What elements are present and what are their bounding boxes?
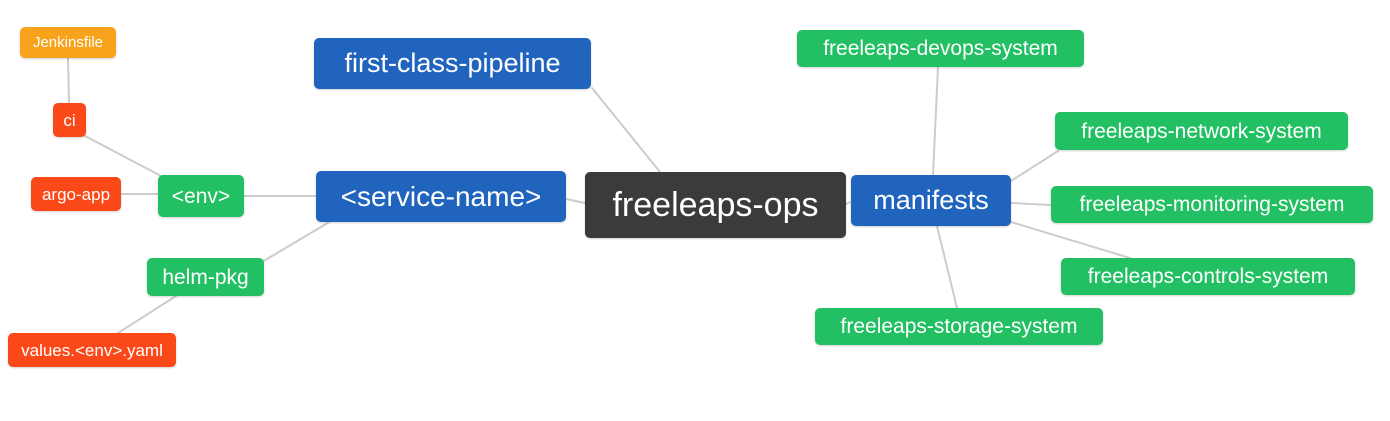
node-freeleaps-controls-system[interactable]: freeleaps-controls-system [1061, 258, 1355, 295]
node-service-name[interactable]: <service-name> [316, 171, 566, 222]
edge-helm-pkg-to-service-name [261, 220, 332, 263]
edge-manifests-to-freeleaps-network-system [1010, 150, 1059, 182]
edge-helm-pkg-to-values-env-yaml [117, 295, 177, 334]
edge-ci-to-env [84, 135, 164, 178]
edge-manifests-to-freeleaps-devops-system [932, 66, 939, 176]
edge-service-name-to-freeleaps-ops [565, 198, 586, 204]
edge-freeleaps-ops-to-manifests [845, 201, 852, 205]
node-argo-app[interactable]: argo-app [31, 177, 121, 211]
node-freeleaps-network-system[interactable]: freeleaps-network-system [1055, 112, 1348, 150]
node-ci-label: ci [63, 110, 76, 130]
node-freeleaps-monitoring-system-label: freeleaps-monitoring-system [1079, 193, 1345, 216]
node-jenkinsfile[interactable]: Jenkinsfile [20, 27, 116, 58]
node-env-label: <env> [171, 184, 231, 208]
edge-manifests-to-freeleaps-monitoring-system [1010, 202, 1052, 206]
node-argo-app-label: argo-app [41, 184, 111, 204]
node-ci[interactable]: ci [53, 103, 86, 137]
node-values-env-yaml[interactable]: values.<env>.yaml [8, 333, 176, 367]
node-freeleaps-ops-label: freeleaps-ops [612, 186, 819, 224]
edge-jenkinsfile-to-ci [67, 57, 70, 104]
node-manifests-label: manifests [873, 185, 989, 215]
node-values-env-yaml-label: values.<env>.yaml [21, 340, 163, 360]
node-jenkinsfile-label: Jenkinsfile [32, 34, 104, 51]
node-freeleaps-devops-system[interactable]: freeleaps-devops-system [797, 30, 1084, 67]
edge-manifests-to-freeleaps-controls-system [1010, 221, 1131, 259]
edge-manifests-to-freeleaps-storage-system [936, 225, 958, 309]
node-freeleaps-devops-system-label: freeleaps-devops-system [823, 37, 1058, 60]
node-freeleaps-ops[interactable]: freeleaps-ops [585, 172, 846, 238]
node-freeleaps-monitoring-system[interactable]: freeleaps-monitoring-system [1051, 186, 1373, 223]
node-service-name-label: <service-name> [340, 180, 542, 212]
node-helm-pkg[interactable]: helm-pkg [147, 258, 264, 296]
node-freeleaps-storage-system-label: freeleaps-storage-system [840, 315, 1078, 338]
node-first-class-pipeline[interactable]: first-class-pipeline [314, 38, 591, 89]
node-env[interactable]: <env> [158, 175, 244, 217]
node-manifests[interactable]: manifests [851, 175, 1011, 226]
edge-first-class-pipeline-to-freeleaps-ops [591, 87, 661, 173]
node-freeleaps-network-system-label: freeleaps-network-system [1081, 119, 1322, 143]
node-freeleaps-controls-system-label: freeleaps-controls-system [1087, 265, 1329, 288]
node-freeleaps-storage-system[interactable]: freeleaps-storage-system [815, 308, 1103, 345]
node-first-class-pipeline-label: first-class-pipeline [344, 48, 561, 78]
node-helm-pkg-label: helm-pkg [162, 265, 249, 289]
